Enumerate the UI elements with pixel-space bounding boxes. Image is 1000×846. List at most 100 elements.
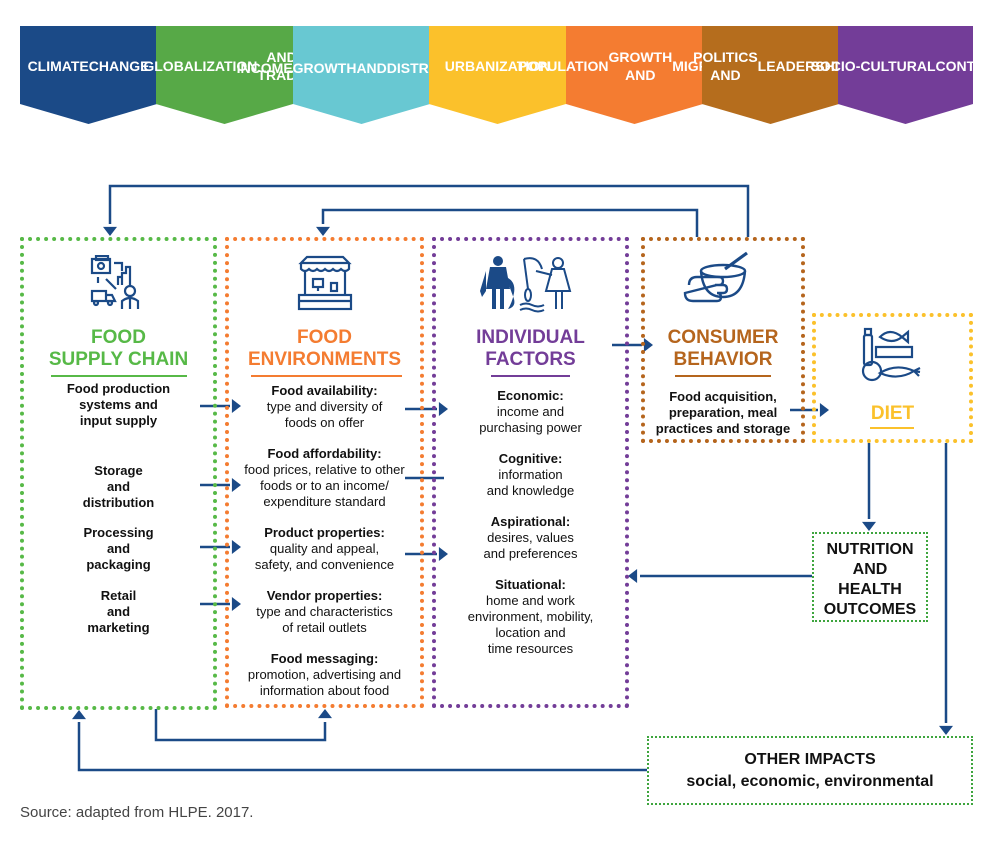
driver-label-line: POLITICS AND	[693, 49, 758, 83]
env-factor-text: food prices, relative to other	[244, 462, 405, 477]
banner-shape	[566, 26, 703, 124]
supply-title: FOOD SUPPLY CHAIN	[24, 327, 213, 371]
driver-label-line: GLOBALIZATION	[143, 58, 258, 74]
driver-banner: URBANIZATION	[429, 26, 566, 124]
env-title-rule	[251, 375, 402, 377]
other-impacts-subtitle: social, economic, environmental	[686, 773, 934, 790]
driver-label: URBANIZATION	[429, 26, 566, 106]
consumer-behavior-box: CONSUMER BEHAVIOR Food acquisition,prepa…	[641, 237, 805, 443]
supply-title-rule	[51, 375, 187, 377]
nutrition-line: HEALTH	[838, 581, 902, 598]
stage-line: marketing	[87, 620, 150, 635]
arrowhead-right	[231, 478, 241, 492]
env-title: FOOD ENVIRONMENTS	[229, 327, 420, 371]
ind-title-line2: FACTORS	[485, 349, 576, 370]
arrowhead-up	[318, 709, 332, 719]
driver-label-line: GROWTH AND	[608, 49, 673, 83]
env-factor-heading: Vendor properties:	[266, 588, 383, 603]
consumer-title: CONSUMER BEHAVIOR	[645, 327, 801, 371]
food-environments-box: FOOD ENVIRONMENTS Food availability: type…	[225, 237, 424, 708]
driver-label-line: POPULATION	[517, 58, 609, 74]
env-factor-heading: Food availability:	[271, 383, 378, 398]
consumer-line: Food acquisition,	[669, 389, 777, 404]
fishing-people-icon	[480, 256, 572, 313]
arrowhead-right	[819, 403, 829, 417]
individual-factor-heading: Aspirational:	[490, 514, 571, 529]
arrowhead-down	[103, 226, 117, 236]
env-factor-heading: Food messaging:	[270, 651, 379, 666]
feedback-consumer-to-supply-line	[108, 184, 750, 237]
env-title-line2: ENVIRONMENTS	[247, 349, 402, 370]
supply-title-line1: FOOD	[91, 327, 146, 348]
stage-line: and	[106, 479, 131, 494]
arrowhead-right	[231, 399, 241, 413]
other-impacts-box: OTHER IMPACTS social, economic, environm…	[647, 736, 973, 805]
individual-factor-text: and preferences	[483, 546, 578, 561]
stage-line: distribution	[82, 495, 155, 510]
source-caption: Source: adapted from HLPE. 2017.	[20, 804, 254, 821]
arrowhead-down	[862, 521, 876, 531]
env-factor: Vendor properties:type and characteristi…	[229, 588, 420, 636]
stage-line: packaging	[86, 557, 151, 572]
env-factor-text: quality and appeal,	[269, 541, 380, 556]
consumer-title-line2: BEHAVIOR	[673, 349, 773, 370]
env-factor-text: foods or to an income/	[260, 478, 389, 493]
stage-line: and	[106, 604, 131, 619]
driver-label: INCOMEGROWTHANDDISTRIBUTION	[237, 28, 487, 108]
diet-title: DIET	[870, 403, 915, 424]
driver-label-line: LEADERSHIP	[757, 58, 848, 74]
env-factor-text: foods on offer	[284, 415, 365, 430]
arrowhead-up	[72, 710, 86, 720]
consumer-title-rule	[675, 375, 771, 377]
arrowhead-down	[316, 226, 330, 236]
banner-shape	[20, 26, 157, 124]
individual-factor-text: purchasing power	[479, 420, 582, 435]
banner-shape	[838, 26, 973, 124]
driver-label-line: SOCIO-	[810, 58, 861, 74]
env-factor-text: type and characteristics	[256, 604, 393, 619]
stage-line: input supply	[79, 413, 158, 428]
env-factor-text: of retail outlets	[282, 620, 367, 635]
env-factor: Product properties:quality and appeal,sa…	[229, 525, 420, 573]
market-stall-icon	[297, 255, 353, 311]
diet-title-rule	[870, 427, 914, 429]
banner-shape	[429, 26, 566, 124]
driver-label-line: GROWTH	[292, 60, 357, 76]
feedback-consumer-to-env-line	[321, 208, 699, 237]
env-factor-text: promotion, advertising and	[247, 667, 402, 682]
individual-factor-text: and knowledge	[486, 483, 575, 498]
ind-title-line1: INDIVIDUAL	[476, 327, 585, 348]
other-impacts-title: OTHER IMPACTS	[744, 751, 876, 768]
nutrition-line: NUTRITION	[826, 541, 914, 558]
driver-label-line: CONTEXT	[935, 58, 1000, 74]
driver-label-line: AND	[356, 60, 387, 76]
ind-title-rule	[491, 375, 570, 377]
arrowhead-right	[643, 338, 653, 352]
driver-label-line: CLIMATE	[27, 58, 89, 74]
individual-factor-text: desires, values	[487, 530, 574, 545]
stage-line: and	[106, 541, 131, 556]
env-factor: Food messaging:promotion, advertising an…	[229, 651, 420, 699]
stage-line: Processing	[83, 525, 154, 540]
arrowhead-down	[939, 725, 953, 735]
supply-chain-icon	[90, 255, 140, 309]
driver-label-line: CULTURAL	[860, 58, 936, 74]
individual-factor-text: home and work	[486, 593, 575, 608]
stage-line: Food production	[66, 381, 171, 396]
individual-factor-heading: Economic:	[497, 388, 564, 403]
individual-factor-heading: Situational:	[495, 577, 566, 592]
driver-label-line: URBANIZATION	[444, 58, 551, 74]
